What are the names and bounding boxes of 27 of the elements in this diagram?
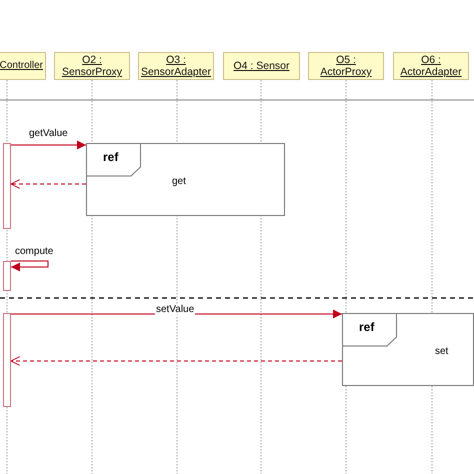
message-arrow <box>10 260 48 272</box>
message-label: getValue <box>28 128 69 139</box>
message-label: setValue <box>155 304 196 315</box>
object-box <box>308 52 384 80</box>
interaction-reference-frame <box>342 313 474 386</box>
frame-name: get <box>172 176 186 187</box>
object-box <box>223 52 300 80</box>
frame-name: set <box>435 346 448 357</box>
activation-bar <box>3 313 11 407</box>
object-box <box>0 52 46 80</box>
object-name: O5 : ActorProxy <box>319 54 373 78</box>
object-name: O2 : SensorProxy <box>60 54 124 78</box>
object-name: O6 : ActorAdapter <box>399 54 463 78</box>
interaction-reference-frame <box>86 143 285 216</box>
frame-keyword: ref <box>359 320 374 334</box>
message-arrow <box>10 140 86 150</box>
activation-bar <box>3 143 11 229</box>
object-name: O3 : SensorAdapter <box>140 54 212 78</box>
object-box <box>393 52 469 80</box>
message-label: compute <box>14 246 54 257</box>
activation-bar <box>3 261 11 291</box>
object-name: O4 : Sensor <box>233 60 290 72</box>
frame-keyword: ref <box>103 150 118 164</box>
return-message-arrow <box>10 356 342 366</box>
return-message-arrow <box>10 179 86 189</box>
object-name: Controller <box>0 60 43 72</box>
object-box <box>54 52 130 80</box>
